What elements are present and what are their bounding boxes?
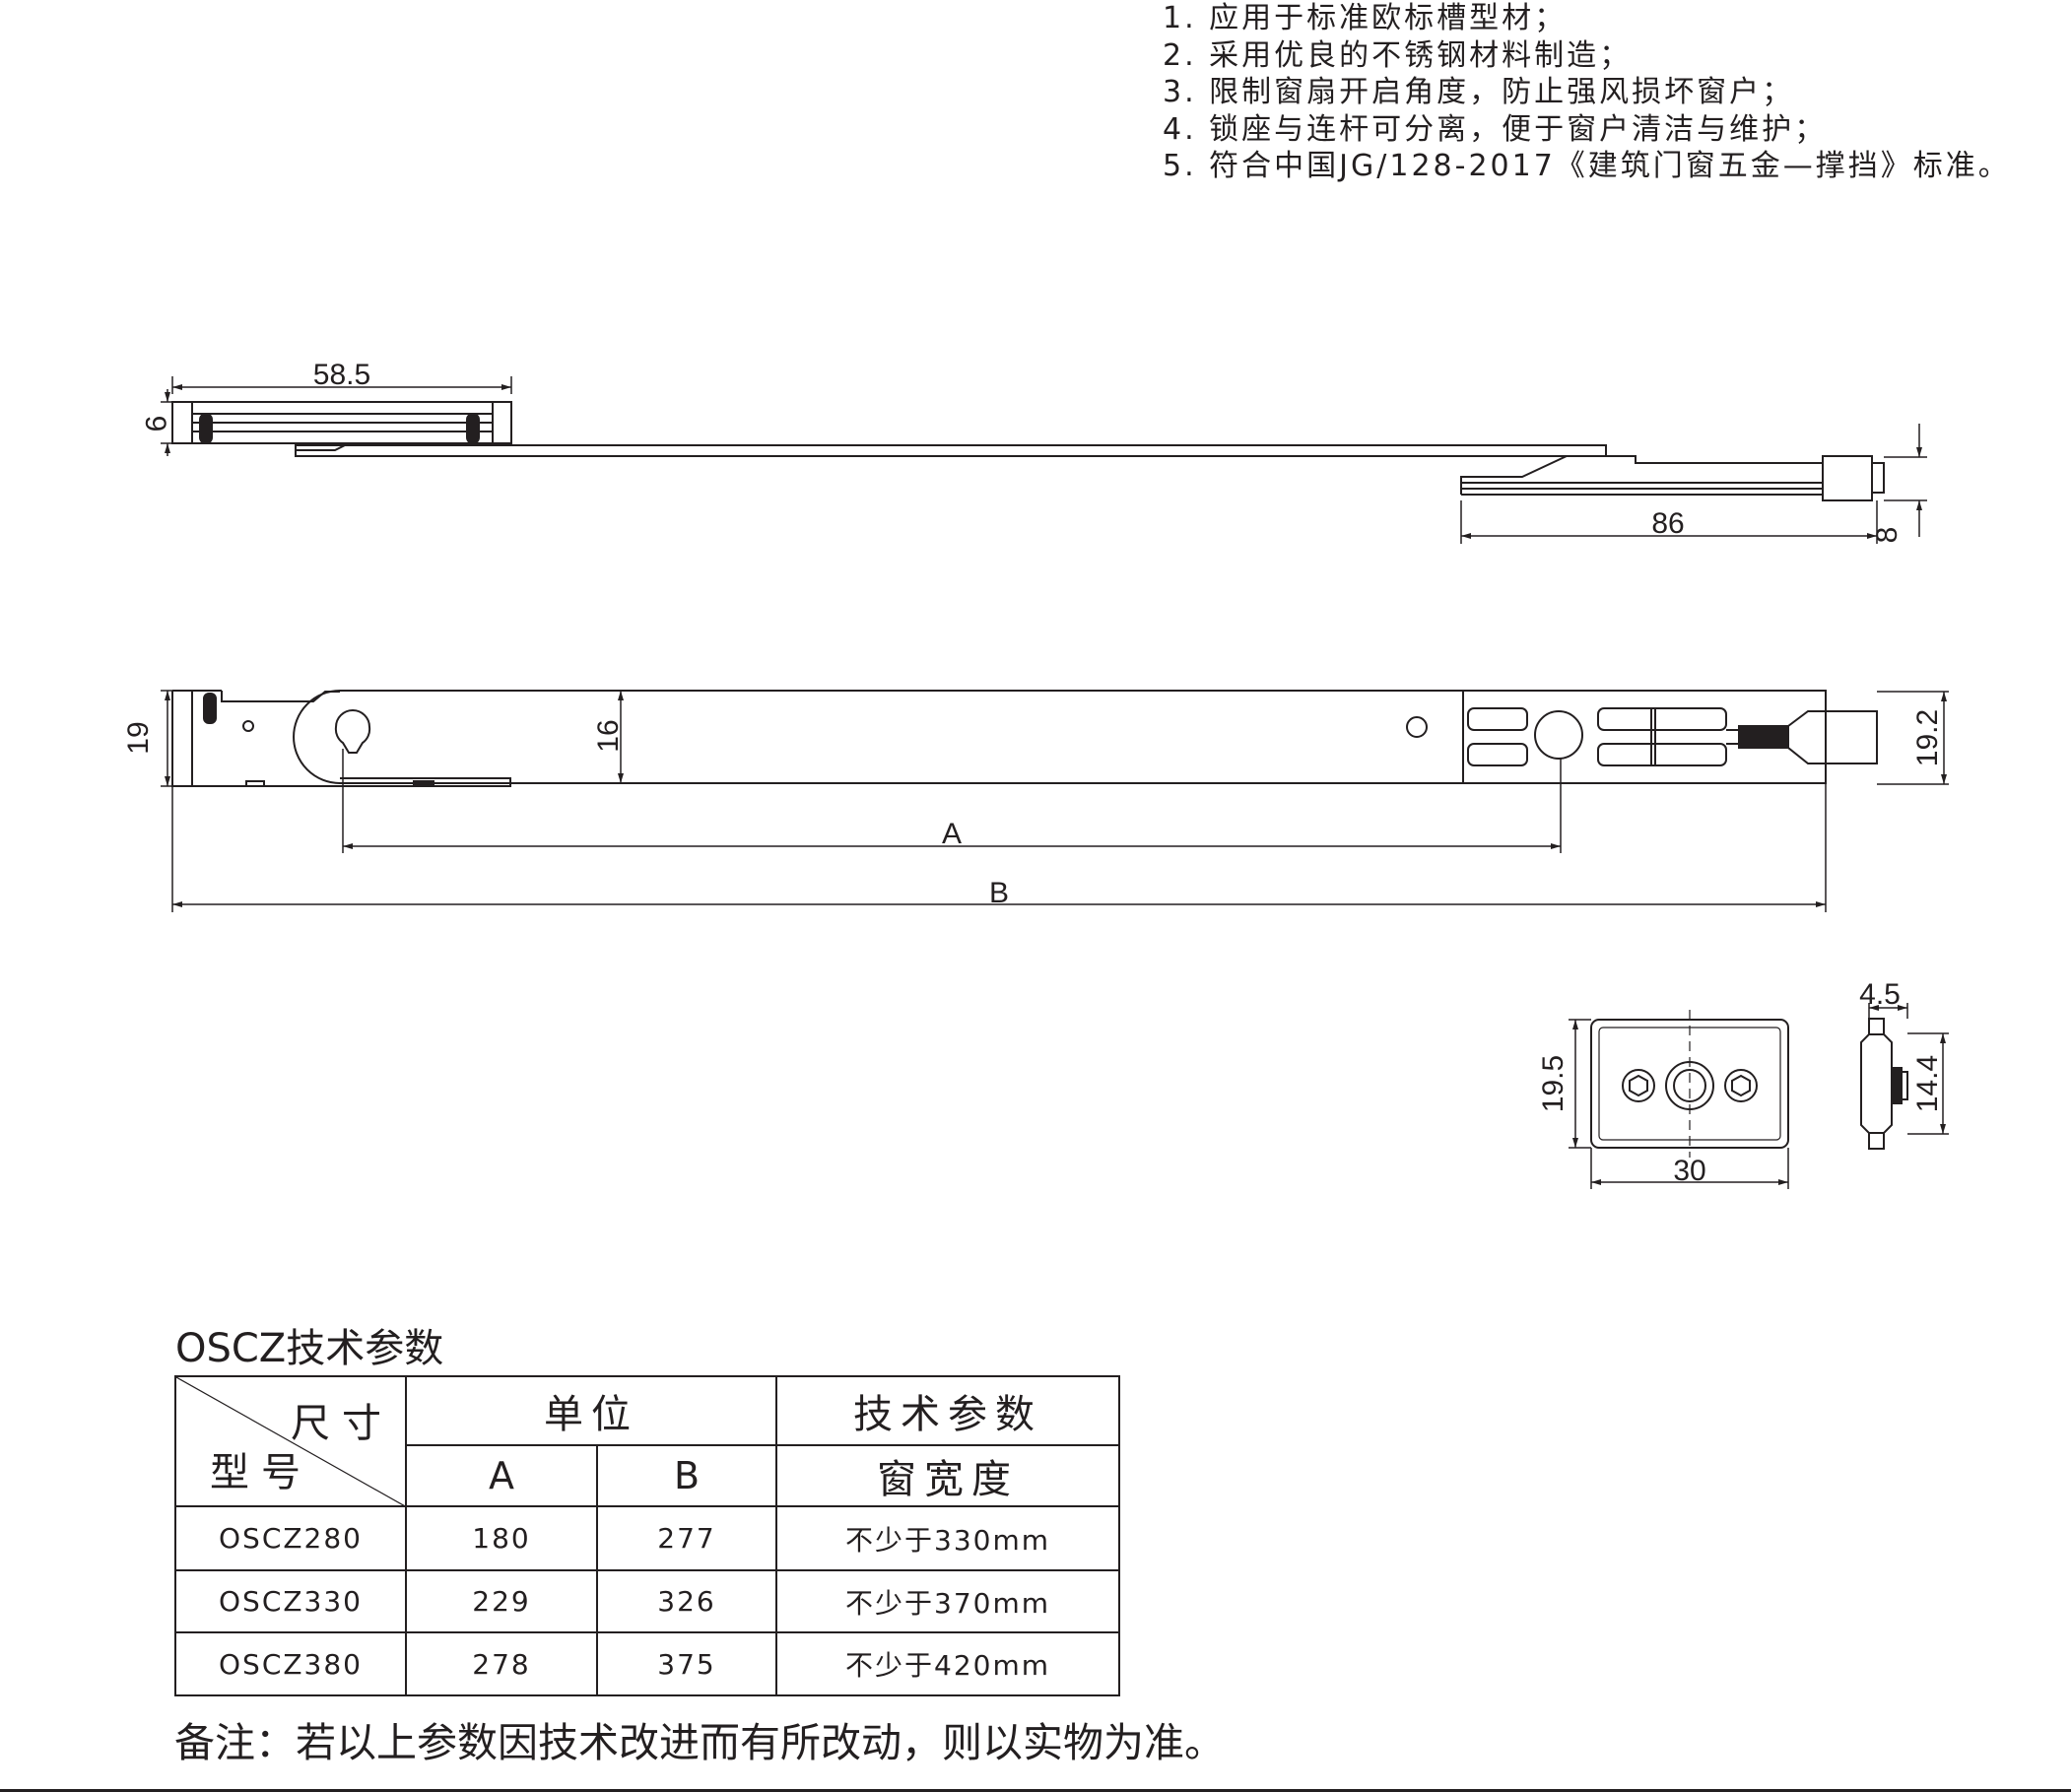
front-lock-knob: [1534, 710, 1583, 760]
front-wedge-cap: [1787, 710, 1878, 764]
table-title: OSCZ技术参数: [175, 1326, 444, 1371]
table-corner-cell: 尺寸 型号: [174, 1375, 407, 1507]
dim-16: 16: [592, 719, 625, 752]
front-arm: [293, 690, 1464, 784]
top-left-pin: [199, 413, 213, 444]
top-left-bracket: [171, 401, 512, 444]
front-left-hole: [242, 720, 254, 732]
front-left-pin: [203, 693, 217, 724]
dim-19-2: 19.2: [1911, 709, 1944, 766]
feature-item: 1. 应用于标准欧标槽型材；: [1163, 1, 1568, 35]
dim-30: 30: [1673, 1155, 1705, 1187]
table-row: OSCZ330 229 326 不少于370mm: [174, 1569, 1120, 1633]
window-width-header: 窗宽度: [775, 1444, 1120, 1507]
b-cell: 326: [596, 1569, 777, 1633]
col-a-header: A: [405, 1444, 598, 1507]
front-thread-rod: [1738, 725, 1789, 749]
spec-table: 尺寸 型号 单位 技术参数 A B 窗宽度 OSCZ280 180 277 不少…: [174, 1375, 1120, 1696]
feature-item: 2. 采用优良的不锈钢材料制造；: [1163, 37, 1633, 73]
feature-item: 3. 限制窗扇开启角度，防止强风损坏窗户；: [1163, 75, 1795, 109]
corner-model-label: 型号: [210, 1450, 312, 1495]
dim-a: A: [942, 818, 962, 850]
model-cell: OSCZ280: [174, 1505, 407, 1571]
a-cell: 229: [405, 1569, 598, 1633]
table-row: OSCZ280 180 277 不少于330mm: [174, 1505, 1120, 1571]
width-cell: 不少于420mm: [775, 1631, 1120, 1696]
dim-19-5: 19.5: [1537, 1055, 1570, 1112]
corner-size-label: 尺寸: [291, 1401, 393, 1446]
corner-diagonal: [176, 1377, 407, 1507]
spec-header: 技术参数: [775, 1375, 1120, 1446]
front-lock-housing: [1462, 690, 1827, 784]
feature-item: 4. 锁座与连杆可分离，便于窗户清洁与维护；: [1163, 111, 1828, 147]
model-cell: OSCZ380: [174, 1631, 407, 1696]
front-rivet-hole: [1406, 716, 1428, 738]
dim-b: B: [989, 877, 1009, 909]
dim-86: 86: [1651, 507, 1684, 540]
model-cell: OSCZ330: [174, 1569, 407, 1633]
top-right-cap: [1822, 455, 1873, 501]
b-cell: 277: [596, 1505, 777, 1571]
footnote: 备注：若以上参数因技术改进而有所改动，则以实物为准。: [174, 1719, 1225, 1766]
unit-header: 单位: [405, 1375, 777, 1446]
seat-left-bolt: [1622, 1069, 1655, 1102]
feature-item: 5. 符合中国JG/128-2017《建筑门窗五金—撑挡》标准。: [1163, 149, 2011, 183]
feature-list: 1. 应用于标准欧标槽型材； 2. 采用优良的不锈钢材料制造； 3. 限制窗扇开…: [1163, 0, 2011, 185]
a-cell: 278: [405, 1631, 598, 1696]
seat-front-view: [1590, 1010, 1789, 1158]
front-left-bracket: [171, 691, 511, 787]
dim-9: 9: [139, 416, 171, 432]
dim-4-5: 4.5: [1859, 978, 1901, 1011]
seat-side-view: [1860, 1018, 1908, 1150]
top-arm: [295, 444, 1607, 457]
a-cell: 180: [405, 1505, 598, 1571]
dim-14-4: 14.4: [1911, 1055, 1944, 1112]
top-left-pin: [466, 413, 480, 444]
width-cell: 不少于330mm: [775, 1505, 1120, 1571]
dim-19: 19: [122, 721, 155, 754]
b-cell: 375: [596, 1631, 777, 1696]
seat-right-bolt: [1724, 1069, 1758, 1102]
seat-center-hole: [1665, 1061, 1714, 1110]
dim-58-5: 58.5: [313, 359, 370, 391]
front-keyhole: [334, 709, 371, 754]
width-cell: 不少于370mm: [775, 1569, 1120, 1633]
top-view: [171, 401, 1885, 501]
col-b-header: B: [596, 1444, 777, 1507]
table-row: OSCZ380 278 375 不少于420mm: [174, 1631, 1120, 1696]
seat-side-profile: [1860, 1018, 1893, 1150]
front-view: [171, 690, 1878, 787]
dim-8: 8: [1871, 527, 1904, 544]
bottom-rule: [0, 1789, 2071, 1792]
